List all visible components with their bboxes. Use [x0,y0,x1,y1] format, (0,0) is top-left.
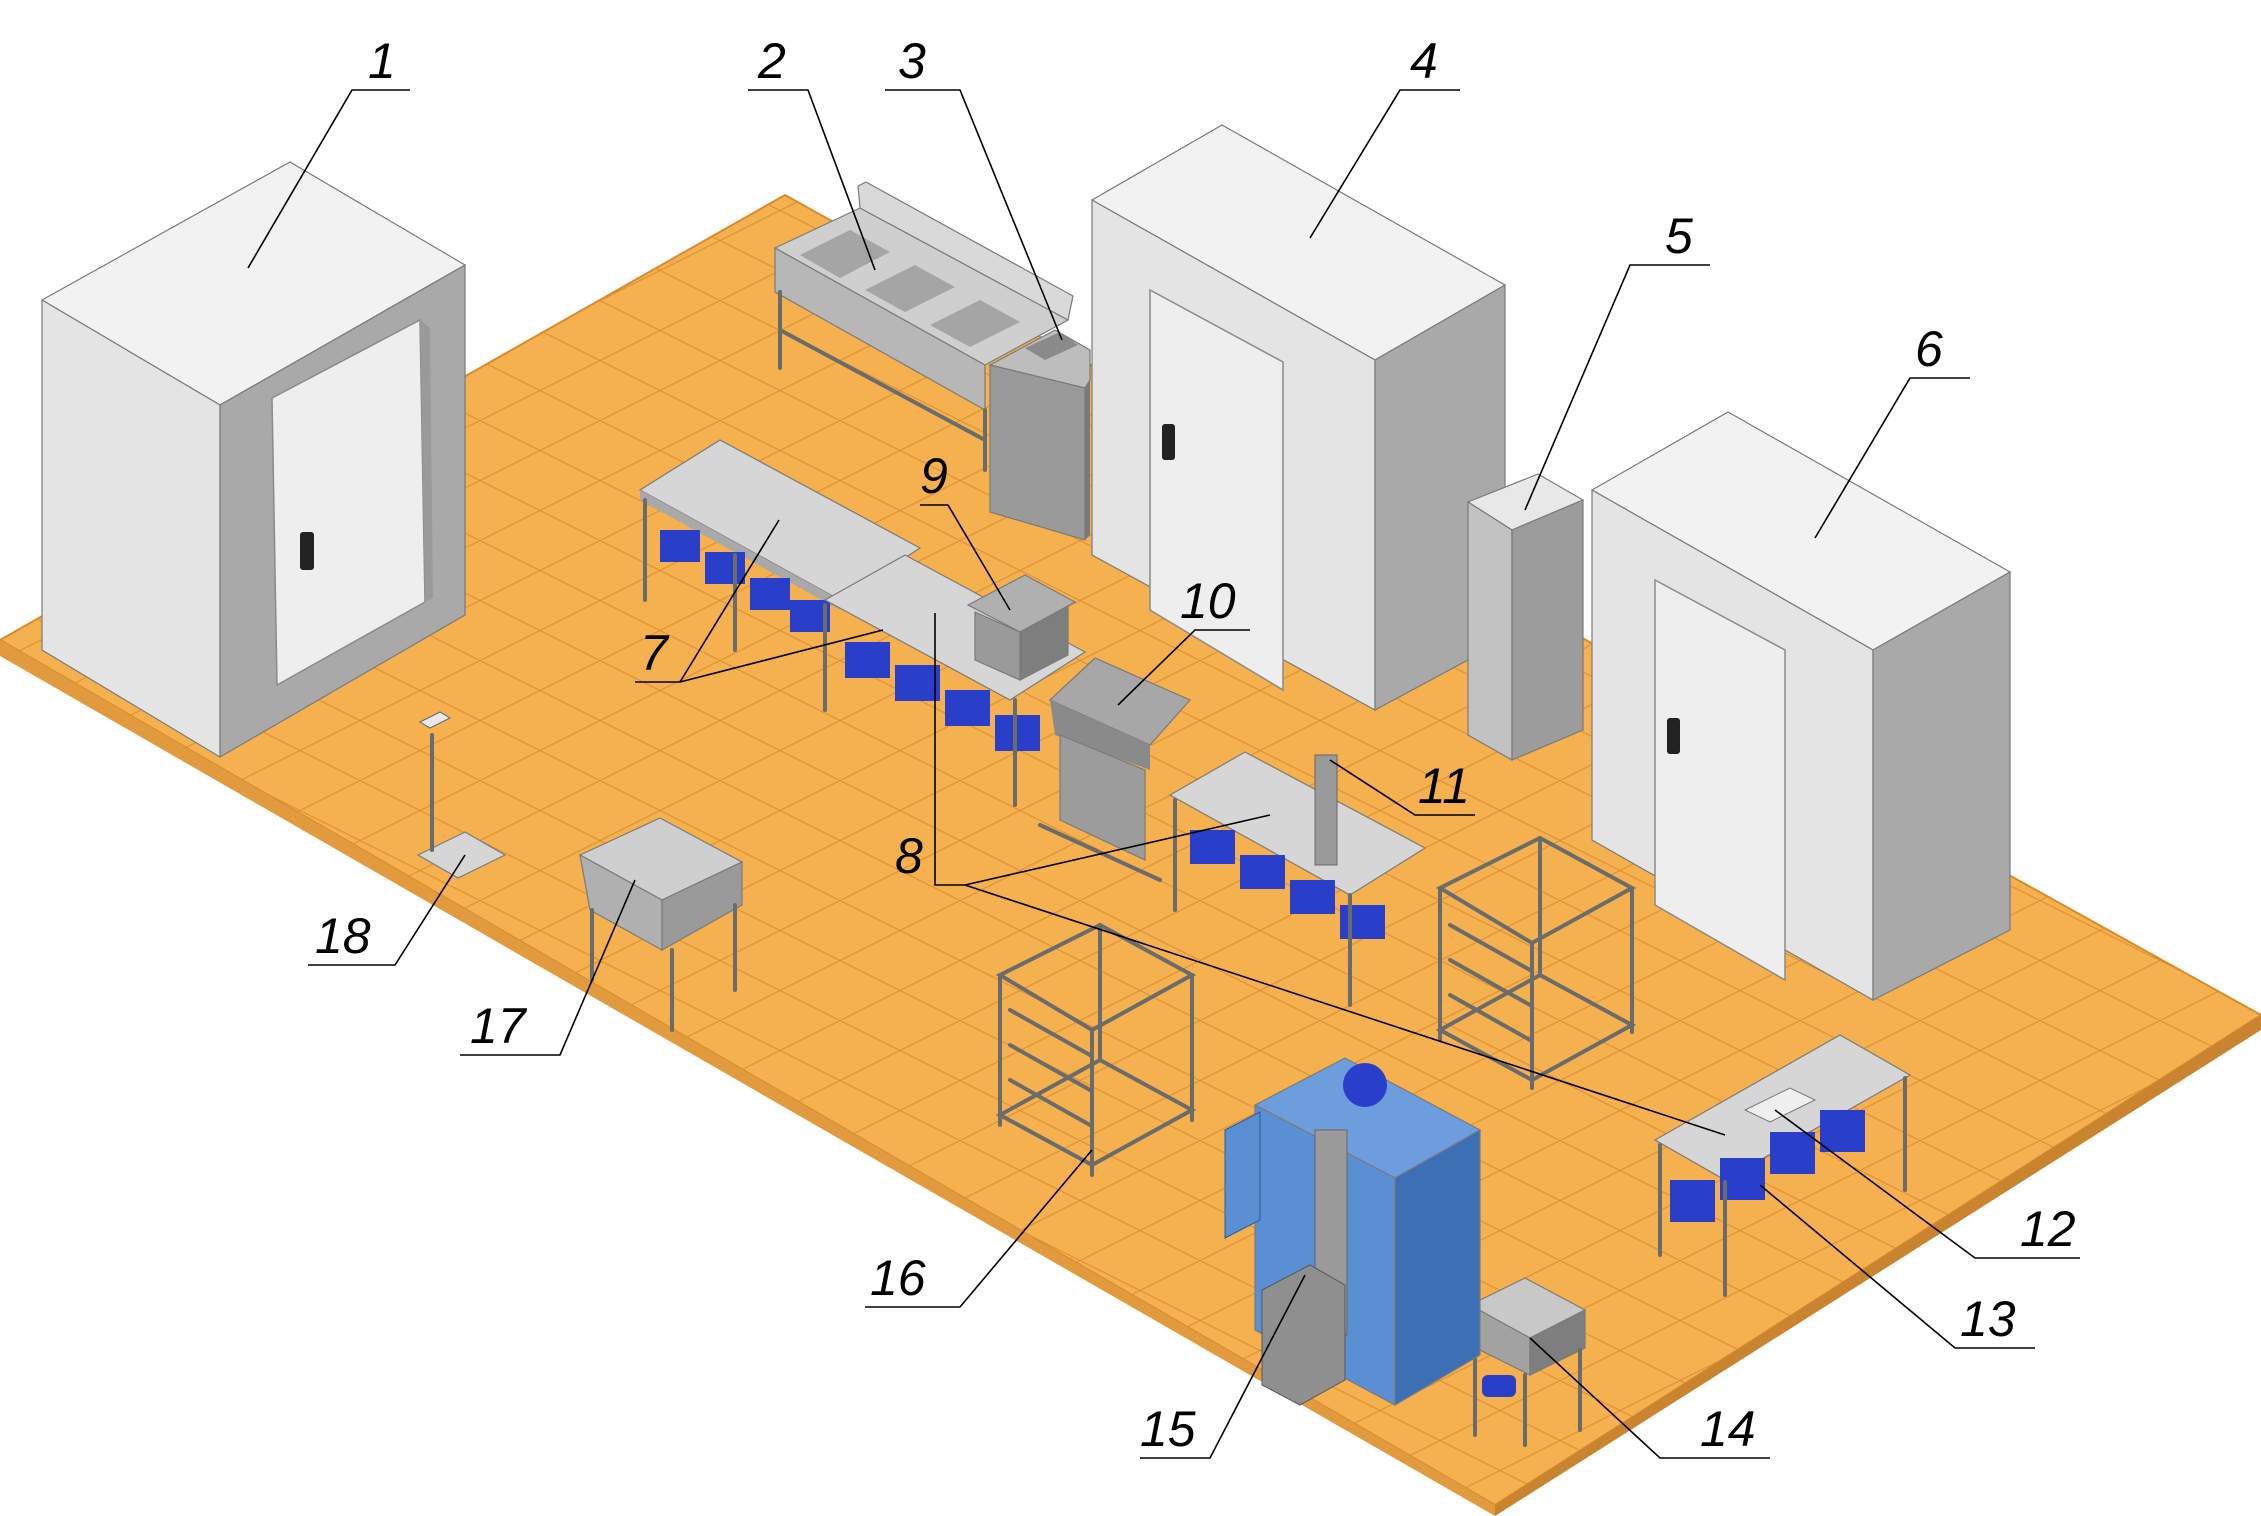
svg-text:16: 16 [870,1250,926,1306]
sink-3 [988,329,1091,541]
label-2: 2 [757,33,786,89]
label-8: 8 [895,828,923,884]
svg-text:6: 6 [1915,321,1943,377]
cabinet-5 [1466,473,1585,762]
svg-text:13: 13 [1960,1291,2016,1347]
smoke-generator-14 [1468,1277,1587,1447]
svg-text:9: 9 [920,448,948,504]
label-6: 6 [1915,321,1943,377]
label-9: 9 [920,448,948,504]
leader-lines [247,89,2080,1459]
svg-text:11: 11 [1418,758,1470,814]
cold-room-6 [1590,411,2012,1002]
label-1: 1 [368,33,396,89]
label-12: 12 [2020,1201,2076,1257]
platform-scale-18 [416,711,507,879]
mixer-10 [1038,657,1191,882]
svg-text:5: 5 [1665,208,1693,264]
cold-room-1 [40,161,467,759]
washing-bath-2 [773,181,1074,472]
label-3: 3 [898,33,926,89]
smoke-chamber-15 [1224,1057,1482,1407]
svg-text:2: 2 [757,33,786,89]
rack-16b [1435,835,1637,1090]
label-18: 18 [315,908,371,964]
label-17: 17 [470,998,528,1054]
svg-text:10: 10 [1180,573,1236,629]
svg-text:12: 12 [2020,1201,2076,1257]
label-11: 11 [1418,758,1470,814]
svg-text:3: 3 [898,33,926,89]
door-handle-icon [1162,424,1175,460]
svg-text:15: 15 [1140,1401,1196,1457]
table-11 [1168,751,1427,1007]
svg-text:14: 14 [1700,1401,1756,1457]
door-handle-icon [1667,718,1680,754]
table-12 [1653,1034,1912,1297]
label-4: 4 [1410,33,1438,89]
svg-text:7: 7 [640,625,670,681]
svg-text:8: 8 [895,828,923,884]
bath-9 [966,574,1077,681]
label-14: 14 [1700,1401,1756,1457]
svg-text:17: 17 [470,998,528,1054]
table-7 [638,439,922,712]
label-15: 15 [1140,1401,1196,1457]
label-16: 16 [870,1250,926,1306]
label-10: 10 [1180,573,1236,629]
svg-text:18: 18 [315,908,371,964]
container-17 [578,817,744,1032]
label-7: 7 [640,625,670,681]
label-13: 13 [1960,1291,2016,1347]
svg-text:1: 1 [368,33,396,89]
svg-text:4: 4 [1410,33,1438,89]
label-5: 5 [1665,208,1693,264]
door-handle-icon [300,532,314,570]
